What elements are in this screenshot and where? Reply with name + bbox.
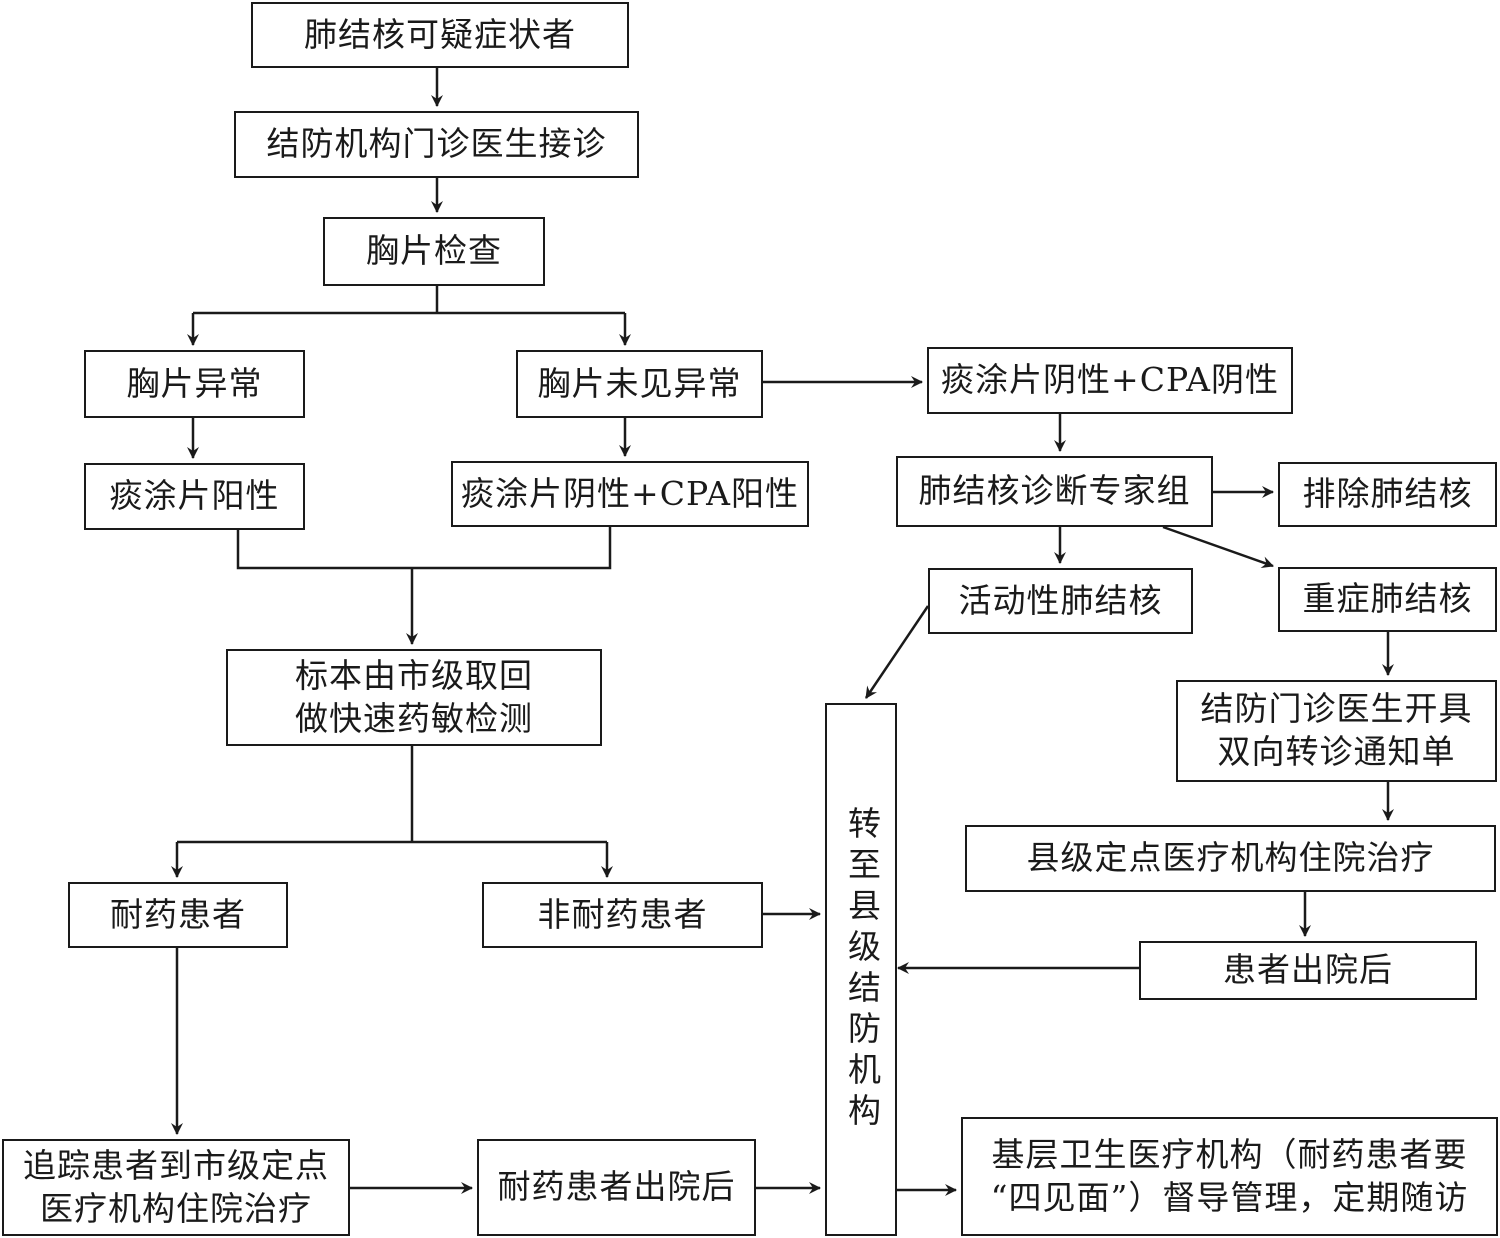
arrow-active-to-transfer [864,605,930,699]
node-sputum-neg-cpa-neg: 痰涂片阴性+CPA阴性 [927,347,1293,414]
node-suspect: 肺结核可疑症状者 [251,2,629,68]
node-county-hospital-label: 县级定点医疗机构住院治疗 [1026,838,1435,878]
node-primary-care-label: 基层卫生医疗机构（耐药患者要 “四见面”）督导管理，定期随访 [990,1134,1469,1217]
node-active-tb: 活动性肺结核 [928,568,1193,634]
node-track-city: 追踪患者到市级定点 医疗机构住院治疗 [2,1139,350,1236]
node-active-tb-label: 活动性肺结核 [958,580,1163,620]
node-sample-test-label: 标本由市级取回 做快速药敏检测 [295,655,533,738]
node-referral-notice: 结防门诊医生开具 双向转诊通知单 [1176,680,1497,782]
node-county-hospital: 县级定点医疗机构住院治疗 [965,825,1496,892]
node-xray-abnormal: 胸片异常 [84,350,305,418]
node-sputum-neg-cpa-pos: 痰涂片阴性+CPA阳性 [451,461,809,527]
node-sputum-neg-cpa-neg-label: 痰涂片阴性+CPA阴性 [941,360,1279,400]
node-transfer-county-label: 转至县级结防机构 [842,805,882,1134]
node-exclude-tb-label: 排除肺结核 [1302,474,1473,514]
node-drug-resistant: 耐药患者 [68,882,288,948]
node-clinic-label: 结防机构门诊医生接诊 [266,124,607,164]
node-sputum-pos: 痰涂片阳性 [84,463,305,530]
node-resistant-discharged: 耐药患者出院后 [477,1139,756,1236]
line-sputum-merge [236,527,612,570]
node-sample-test: 标本由市级取回 做快速药敏检测 [226,649,602,746]
node-clinic: 结防机构门诊医生接诊 [234,111,639,178]
node-track-city-label: 追踪患者到市级定点 医疗机构住院治疗 [23,1145,329,1228]
node-expert-group: 肺结核诊断专家组 [896,456,1213,527]
node-referral-notice-label: 结防门诊医生开具 双向转诊通知单 [1200,689,1473,771]
node-severe-tb: 重症肺结核 [1278,567,1497,632]
node-xray-label: 胸片检查 [366,231,502,271]
node-xray-abnormal-label: 胸片异常 [126,363,263,403]
node-expert-group-label: 肺结核诊断专家组 [918,471,1191,511]
node-exclude-tb: 排除肺结核 [1278,462,1497,527]
node-xray: 胸片检查 [323,217,545,286]
node-transfer-county: 转至县级结防机构 [825,703,897,1236]
node-primary-care: 基层卫生医疗机构（耐药患者要 “四见面”）督导管理，定期随访 [961,1117,1498,1236]
node-severe-tb-label: 重症肺结核 [1302,579,1473,619]
arrow-expert-to-severe [1162,525,1274,568]
node-discharged-label: 患者出院后 [1223,950,1393,990]
node-sputum-pos-label: 痰涂片阳性 [109,476,280,516]
node-non-resistant-label: 非耐药患者 [537,894,708,934]
node-suspect-label: 肺结核可疑症状者 [304,14,576,54]
node-discharged: 患者出院后 [1139,941,1477,1000]
node-drug-resistant-label: 耐药患者 [110,894,246,934]
node-xray-normal-label: 胸片未见异常 [537,363,742,403]
node-non-resistant: 非耐药患者 [482,882,763,948]
node-xray-normal: 胸片未见异常 [516,350,763,418]
node-sputum-neg-cpa-pos-label: 痰涂片阴性+CPA阳性 [461,473,799,513]
node-resistant-discharged-label: 耐药患者出院后 [497,1167,736,1207]
